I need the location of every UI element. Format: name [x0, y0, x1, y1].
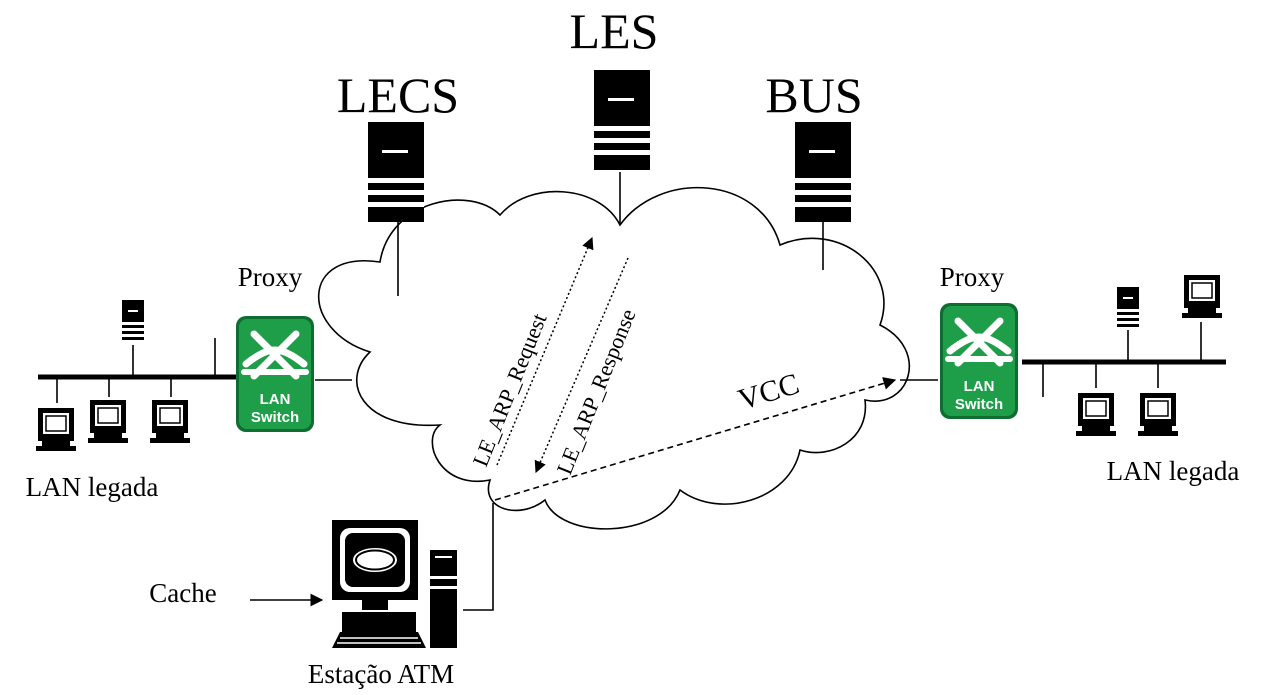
arp-response-label: LE_ARP_Response	[551, 305, 640, 478]
bus-label: BUS	[765, 67, 862, 123]
computer-icon	[35, 407, 77, 452]
switch-label-line1: LAN	[964, 378, 995, 395]
lan-switch-icon-right: LAN Switch	[940, 303, 1018, 419]
server-icon	[122, 300, 144, 340]
switch-label-line2: Switch	[251, 409, 299, 426]
cache-label: Cache	[149, 578, 216, 608]
server-icon	[1117, 287, 1139, 327]
switch-label-line2: Switch	[955, 396, 1003, 413]
lan-left	[35, 300, 236, 452]
computer-icon	[149, 399, 191, 444]
arp-request-label: LE_ARP_Request	[467, 310, 551, 470]
lan-left-label: LAN legada	[26, 472, 159, 502]
computer-icon	[1137, 392, 1179, 437]
atm-workstation-icon	[332, 520, 457, 648]
network-cloud-icon	[317, 186, 910, 530]
proxy-right-label: Proxy	[940, 262, 1005, 292]
computer-icon	[1181, 274, 1223, 319]
lan-switch-icon-left: LAN Switch	[236, 316, 314, 432]
server-icon	[795, 122, 851, 222]
vcc-label: VCC	[734, 367, 803, 417]
lan-right	[1022, 274, 1226, 437]
switch-label-line1: LAN	[260, 391, 291, 408]
computer-icon	[87, 399, 129, 444]
proxy-left-label: Proxy	[238, 262, 303, 292]
station-label: Estação ATM	[308, 659, 454, 689]
server-icon	[594, 70, 650, 170]
computer-icon	[1075, 392, 1117, 437]
lan-right-label: LAN legada	[1107, 456, 1240, 486]
les-label: LES	[570, 3, 659, 59]
server-icon	[368, 122, 424, 222]
lecs-label: LECS	[337, 67, 459, 123]
